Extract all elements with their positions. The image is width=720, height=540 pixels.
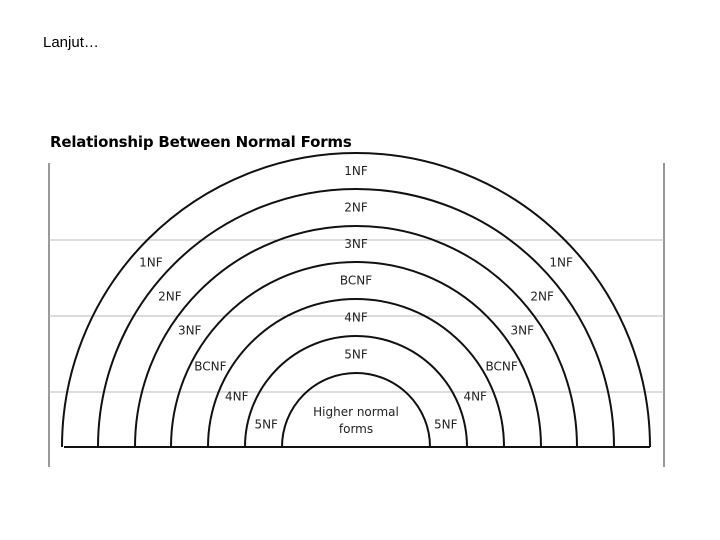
ring-arc-4 — [170, 261, 542, 448]
ring-arc-7 — [281, 372, 431, 448]
band-1nf-top-label: 1NF — [344, 164, 368, 178]
band-3nf-right-label: 3NF — [511, 324, 535, 338]
center-label-line1: Higher normal — [313, 405, 399, 419]
band-bcnf-top-label: BCNF — [340, 274, 372, 288]
ring-arc-6 — [244, 335, 468, 448]
band-4nf-top-label: 4NF — [344, 311, 368, 325]
slide-heading: Lanjut… — [43, 34, 99, 51]
band-2nf-right-label: 2NF — [530, 289, 554, 303]
frame — [48, 163, 665, 467]
ring-arc-5 — [207, 298, 505, 448]
ring-arc-1 — [61, 152, 651, 448]
band-3nf-left-label: 3NF — [178, 324, 202, 338]
band-1nf-right-label: 1NF — [549, 255, 573, 269]
center-label-line2: forms — [339, 422, 373, 436]
band-bcnf-left-label: BCNF — [194, 359, 226, 373]
band-5nf-top-label: 5NF — [344, 348, 368, 362]
band-1nf-left-label: 1NF — [139, 255, 163, 269]
ring-arc-2 — [97, 188, 615, 448]
ring-arc-3 — [134, 225, 578, 448]
band-3nf-top-label: 3NF — [344, 237, 368, 251]
band-labels: 1NF 1NF 1NF 2NF 2NF 2NF 3NF 3NF 3NF BCNF BCNF BCNF 4… — [139, 164, 573, 432]
band-2nf-top-label: 2NF — [344, 201, 368, 215]
band-2nf-left-label: 2NF — [158, 289, 182, 303]
band-5nf-left-label: 5NF — [254, 418, 278, 432]
band-5nf-right-label: 5NF — [434, 418, 458, 432]
diagram-title: Relationship Between Normal Forms — [50, 133, 352, 151]
band-4nf-left-label: 4NF — [225, 389, 249, 403]
arcs — [61, 152, 651, 448]
band-bcnf-right-label: BCNF — [485, 359, 517, 373]
band-4nf-right-label: 4NF — [463, 389, 487, 403]
